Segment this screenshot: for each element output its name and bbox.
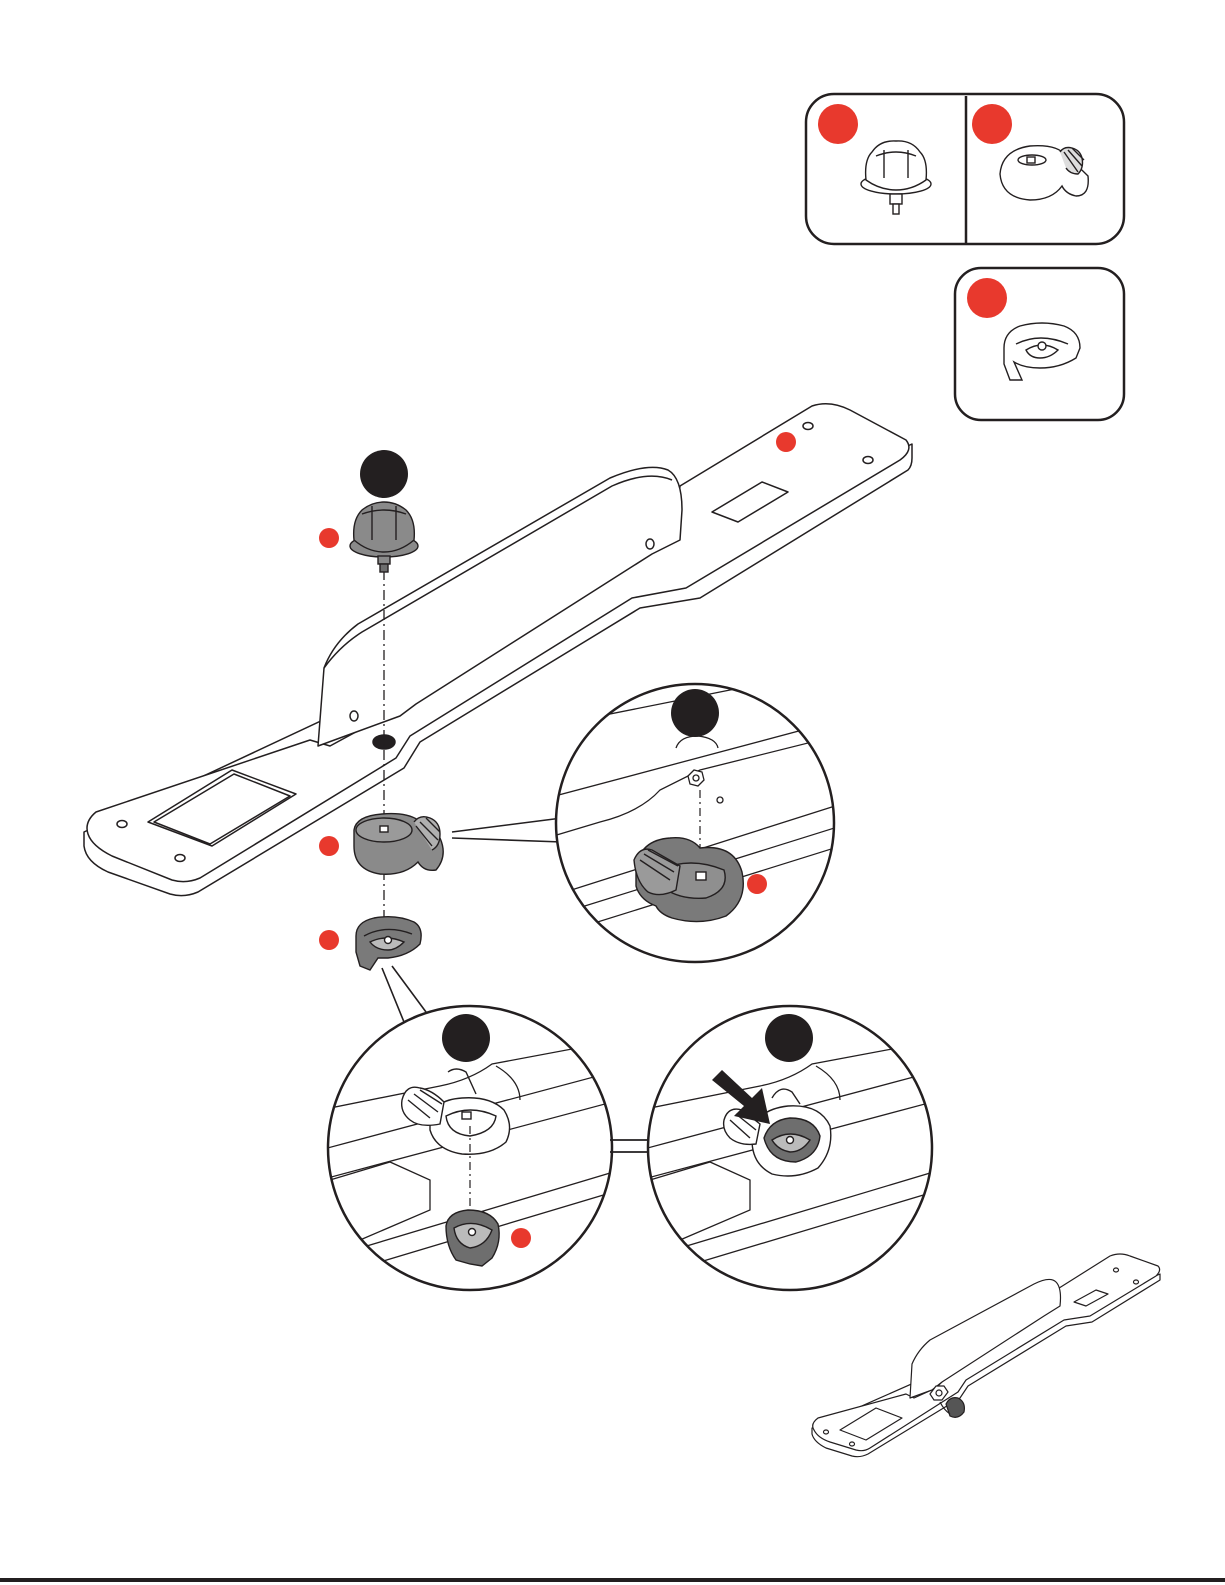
legend-callout-dot xyxy=(967,278,1007,318)
callout-leader-c xyxy=(382,966,426,1022)
detail-b xyxy=(540,684,860,962)
legend-callout-dot xyxy=(818,104,858,144)
cam-cover-callout-dot xyxy=(319,930,339,950)
detail-c xyxy=(320,1006,620,1290)
step-b-marker xyxy=(671,689,719,737)
detail-c-callout-dot xyxy=(511,1228,531,1248)
main-cam-cover xyxy=(319,917,421,970)
main-cam-lock xyxy=(319,814,443,875)
callout-leader-b xyxy=(452,818,562,842)
step-a-marker xyxy=(360,450,408,498)
legend-callout-dot xyxy=(972,104,1012,144)
main-cam-bolt xyxy=(319,502,418,572)
detail-d xyxy=(640,1006,940,1290)
cam-lock-callout-dot xyxy=(319,836,339,856)
step-c-marker xyxy=(442,1014,490,1062)
step-d-marker xyxy=(765,1014,813,1062)
cam-bolt-callout-dot xyxy=(319,528,339,548)
page-footer-rule xyxy=(0,1578,1225,1582)
detail-connector xyxy=(610,1140,650,1152)
detail-b-callout-dot xyxy=(747,874,767,894)
board-callout-dot xyxy=(776,432,796,452)
assembled-handle xyxy=(812,1254,1160,1457)
parts-legend xyxy=(806,94,1124,420)
